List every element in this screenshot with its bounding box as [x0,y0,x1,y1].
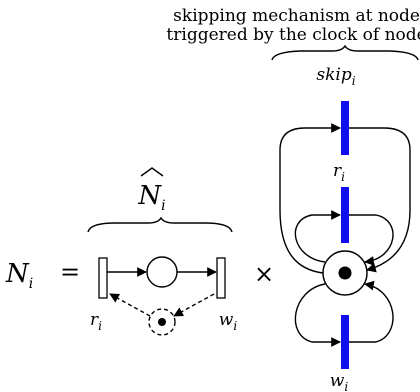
n-hat-accent [140,167,164,177]
arc-w-to-dashed-place [173,293,215,317]
r-label-right: ri [333,161,345,184]
dashed-place-token [158,318,166,326]
caption-line-2: triggered by the clock of node i [166,25,420,45]
w-label-left: wi [219,310,238,333]
n-hat-symbol: Ni [137,181,165,214]
arc-place-to-w [294,283,341,347]
times-sign: × [254,260,274,288]
middle-place [146,256,178,288]
w-transition-left [216,257,226,299]
clock-token [338,266,352,280]
r-transition-right [341,187,349,243]
skip-transition [341,101,349,155]
n-hat-brace [87,216,233,233]
r-transition-left [98,257,108,299]
arc-skip-to-place [349,127,411,273]
arc-r-to-place [349,214,394,266]
arc-dashed-place-to-r [109,293,151,317]
w-transition-right [341,315,349,369]
r-label-left: ri [90,310,102,333]
equals-sign: = [60,258,80,286]
arc-place-to-r [294,210,341,263]
skip-mechanism-brace [271,44,419,61]
caption-line-1: skipping mechanism at node i [173,6,420,26]
arc-w-to-place [349,280,394,343]
w-label-right: wi [330,371,349,392]
n-lhs-symbol: Ni [5,259,33,292]
arc-place-to-skip [279,123,341,274]
skip-label: skipi [316,65,355,88]
